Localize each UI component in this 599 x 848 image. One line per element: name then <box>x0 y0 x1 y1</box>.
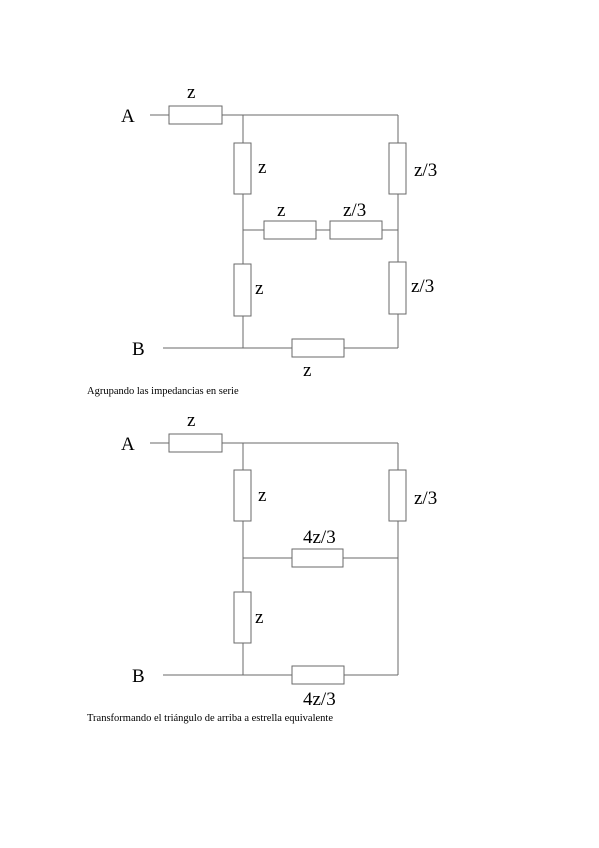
label-middle-z3: z/3 <box>343 200 366 221</box>
resistor2-left-upper-z <box>233 469 252 522</box>
resistor2-bottom-4z3 <box>291 665 345 685</box>
resistor-middle-z3 <box>329 220 383 240</box>
label-left-lower-z: z <box>255 278 263 299</box>
resistor2-top-z <box>168 433 223 453</box>
circuit-1: A B z z z/3 z z/3 z z/3 z <box>121 82 437 381</box>
label2-bottom-4z3: 4z/3 <box>303 689 336 710</box>
label-left-upper-z: z <box>258 157 266 178</box>
label-right-lower-z3: z/3 <box>411 276 434 297</box>
circuit-1-wires <box>150 114 399 349</box>
label2-top-z: z <box>187 410 195 431</box>
node-a-label: A <box>121 106 135 127</box>
node-b-label: B <box>132 339 145 360</box>
resistor-top-z <box>168 105 223 125</box>
resistor-bottom-z <box>291 338 345 358</box>
label2-left-upper-z: z <box>258 485 266 506</box>
node2-b-label: B <box>132 666 145 687</box>
resistor2-middle-4z3 <box>291 548 344 568</box>
node2-a-label: A <box>121 434 135 455</box>
circuit-2: A B z z z/3 4z/3 z 4z/3 <box>121 410 437 710</box>
label2-left-lower-z: z <box>255 607 263 628</box>
resistor-right-lower-z3 <box>388 261 407 315</box>
resistor2-left-lower-z <box>233 591 252 644</box>
circuit-2-wires <box>150 442 399 676</box>
label2-right-upper-z3: z/3 <box>414 488 437 509</box>
label-top-z: z <box>187 82 195 103</box>
resistor2-right-upper-z3 <box>388 469 407 522</box>
caption-1: Agrupando las impedancias en serie <box>87 386 239 397</box>
label-middle-z: z <box>277 200 285 221</box>
resistor-right-upper-z3 <box>388 142 407 195</box>
label2-middle-4z3: 4z/3 <box>303 527 336 548</box>
resistor-left-lower-z <box>233 263 252 317</box>
label-bottom-z: z <box>303 360 311 381</box>
resistor-middle-z <box>263 220 317 240</box>
caption-2: Transformando el triángulo de arriba a e… <box>87 713 333 724</box>
resistor-left-upper-z <box>233 142 252 195</box>
label-right-upper-z3: z/3 <box>414 160 437 181</box>
